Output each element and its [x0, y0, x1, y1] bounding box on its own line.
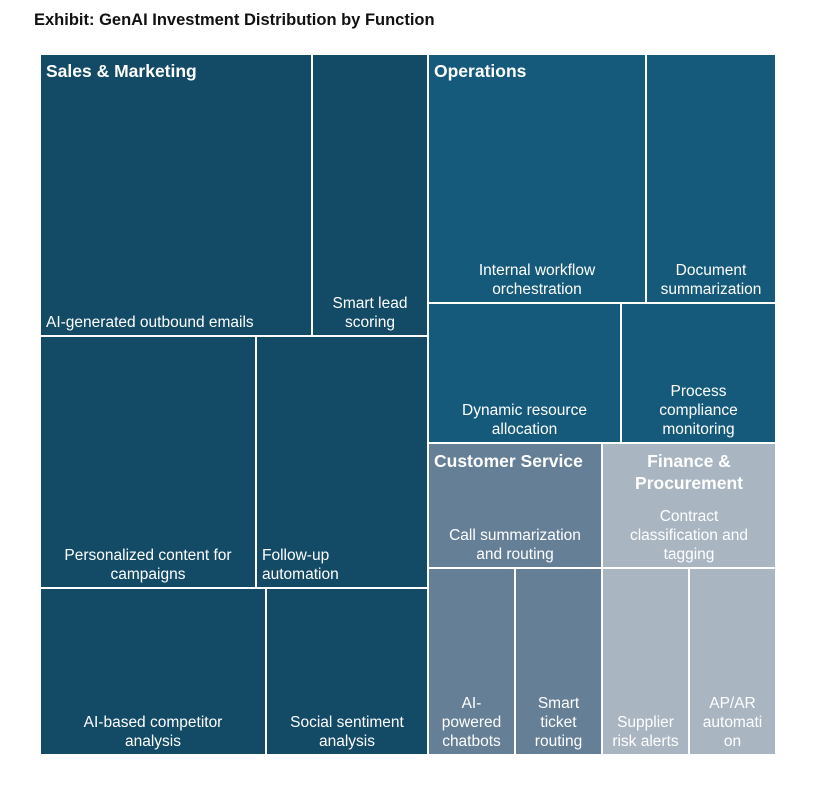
tile-label: Internal workflow orchestration — [478, 262, 596, 298]
treemap-tile-ap-ar-automation: AP/AR automati on — [688, 567, 777, 756]
treemap-tile-follow-up-automation: Follow-up automation — [255, 335, 429, 589]
treemap-tile-dynamic-resource-allocation: Dynamic resource allocation — [427, 302, 622, 444]
chart-title: Exhibit: GenAI Investment Distribution b… — [34, 11, 435, 29]
tile-label: Dynamic resource allocation — [462, 402, 587, 438]
treemap-tile-smart-lead-scoring: Smart lead scoring — [311, 53, 429, 337]
tile-label: Smart ticket routing — [534, 695, 583, 750]
treemap-tile-call-summarization-and-routing: Call summarization and routing — [427, 442, 603, 569]
treemap-tile-internal-workflow-orchestration: Internal workflow orchestration — [427, 53, 647, 304]
tile-label: AI-based competitor analysis — [83, 714, 223, 750]
tile-label: AI- powered chatbots — [441, 695, 502, 750]
treemap-tile-social-sentiment-analysis: Social sentiment analysis — [265, 587, 429, 756]
treemap-tile-process-compliance-monitoring: Process compliance monitoring — [620, 302, 777, 444]
tile-label: Contract classification and tagging — [629, 508, 749, 563]
treemap-tile-personalized-content-for-campaigns: Personalized content for campaigns — [39, 335, 257, 589]
tile-label: AP/AR automati on — [702, 695, 763, 750]
tile-label: Follow-up automation — [262, 547, 339, 583]
tile-label: Personalized content for campaigns — [64, 547, 232, 583]
tile-label: Process compliance monitoring — [659, 383, 738, 438]
treemap-tile-ai-powered-chatbots: AI- powered chatbots — [427, 567, 516, 756]
tile-label: Supplier risk alerts — [612, 714, 679, 750]
treemap: AI-generated outbound emails Smart lead s… — [39, 53, 777, 756]
tile-label: Document summarization — [660, 262, 762, 298]
tile-label: AI-generated outbound emails — [46, 314, 254, 331]
treemap-tile-supplier-risk-alerts: Supplier risk alerts — [601, 567, 690, 756]
treemap-tile-ai-based-competitor-analysis: AI-based competitor analysis — [39, 587, 267, 756]
treemap-tile-ai-generated-outbound-emails: AI-generated outbound emails — [39, 53, 313, 337]
tile-label: Smart lead scoring — [332, 295, 408, 331]
treemap-tile-document-summarization: Document summarization — [645, 53, 777, 304]
tile-label: Call summarization and routing — [449, 527, 581, 563]
treemap-tile-contract-classification-and-tagging: Contract classification and tagging — [601, 442, 777, 569]
treemap-tile-smart-ticket-routing: Smart ticket routing — [514, 567, 603, 756]
tile-label: Social sentiment analysis — [290, 714, 404, 750]
